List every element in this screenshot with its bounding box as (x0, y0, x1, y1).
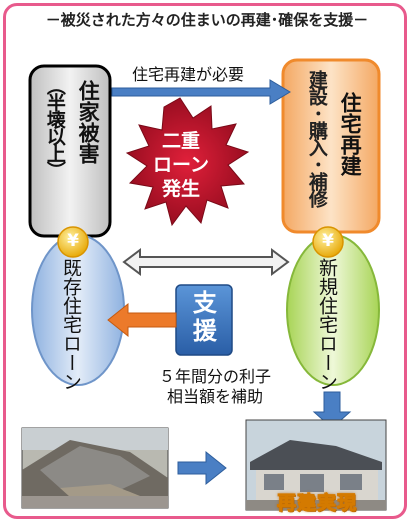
rebuild-sub-label: 建設･購入･補修 (305, 70, 328, 206)
damage-sub-label: （半壊以上） (43, 76, 66, 178)
burst-line-1: 二重 (161, 130, 200, 152)
double-arrow (122, 248, 290, 276)
rebuild-box (281, 58, 381, 234)
damage-main-label: 住家被害 (76, 80, 101, 164)
support-label: 支援 (188, 290, 217, 346)
new-loan-label: 新規住宅ローン (315, 258, 338, 391)
subsidy-label: ５年間分の利子 相当額を補助 (140, 367, 290, 407)
rebuild-main-label: 住宅再建 (338, 92, 363, 176)
subsidy-line-1: ５年間分の利子 (158, 367, 271, 386)
burst-line-3: 発生 (161, 178, 200, 200)
yen-symbol-new: ¥ (322, 231, 334, 251)
double-loan-text: 二重 ローン 発生 (141, 129, 221, 201)
support-arrow (107, 302, 177, 338)
yen-symbol-old: ¥ (67, 231, 79, 251)
yen-coin-icon (312, 226, 344, 258)
page-title: －被災された方々の住まいの再建･確保を支援－ (45, 11, 369, 29)
photo-damaged-house (21, 427, 169, 509)
need-rebuild-label: 住宅再建が必要 (132, 65, 245, 84)
burst-line-2: ローン (152, 154, 210, 176)
rebuilt-label: 再建実現 (276, 492, 357, 515)
double-loan-burst (125, 97, 250, 227)
photo-arrow (177, 450, 227, 486)
photo-rebuilt-house (245, 419, 387, 511)
subsidy-line-2: 相当額を補助 (166, 387, 263, 406)
yen-coin-icon (57, 226, 89, 258)
need-rebuild-arrow (111, 79, 291, 105)
old-loan-label: 既存住宅ローン (59, 258, 82, 391)
